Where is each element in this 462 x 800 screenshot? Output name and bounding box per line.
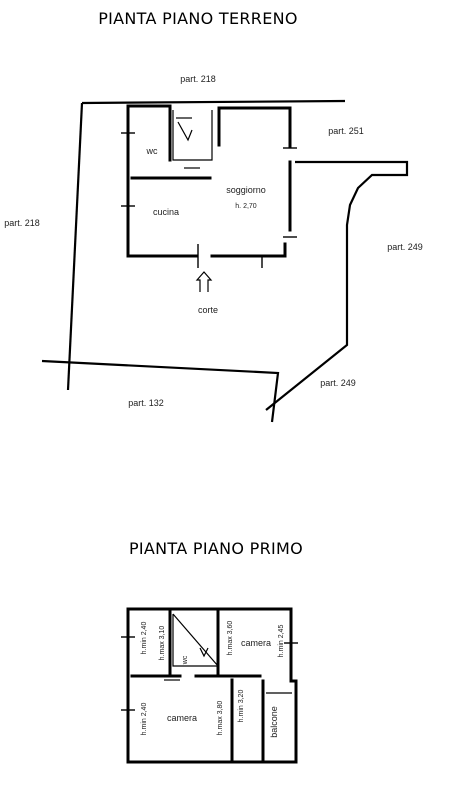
parcel-southeast-label: part. 249	[320, 378, 356, 388]
gf-wall-east-upper	[217, 106, 292, 148]
ff-room-camera-south-label: camera	[167, 713, 197, 723]
ff-room-balcone-label: balcone	[269, 706, 279, 738]
gf-wall-wc	[126, 104, 172, 162]
ground-floor-title: PIANTA PIANO TERRENO	[98, 9, 298, 28]
ff-room-camera-north-label: camera	[241, 638, 271, 648]
ff-height-hmin-245: h.min 2,45	[278, 625, 285, 658]
parcel-west-label: part. 218	[4, 218, 40, 228]
boundary-north	[81, 99, 346, 105]
ff-height-hmax-360: h.max 3,60	[227, 621, 234, 656]
first-floor-title: PIANTA PIANO PRIMO	[129, 539, 303, 558]
gf-stair-arrow	[177, 121, 193, 142]
boundary-west	[66, 102, 84, 391]
gf-room-wc-label: wc	[146, 146, 158, 156]
boundary-south	[41, 359, 280, 423]
gf-entrance-arrow	[195, 271, 213, 292]
parcel-south-label: part. 132	[128, 398, 164, 408]
gf-wall-west	[126, 104, 198, 258]
parcel-northeast-label: part. 251	[328, 126, 364, 136]
gf-room-height-label: h. 2,70	[235, 203, 257, 210]
gf-stair-outline	[172, 110, 213, 161]
gf-room-cucina-label: cucina	[153, 207, 179, 217]
gf-room-soggiorno-label: soggiorno	[226, 185, 266, 195]
ff-height-hmin-240-a: h.min 2,40	[141, 622, 148, 655]
ff-stair-arrow	[199, 647, 209, 658]
first-floor-plan: wc camera camera balcone h.min 2,40 h.ma…	[121, 607, 298, 764]
ff-height-hmin-240-b: h.min 2,40	[141, 703, 148, 736]
boundary-east	[265, 160, 409, 411]
ff-height-hmax-310: h.max 3,10	[159, 626, 166, 661]
gf-corte-label: corte	[198, 305, 218, 315]
ff-room-wc-label: wc	[182, 655, 189, 665]
parcel-east-label: part. 249	[387, 242, 423, 252]
gf-wall-south	[210, 242, 287, 258]
ff-height-hmin-320: h.min 3,20	[238, 690, 245, 723]
ground-floor-plan: part. 218 part. 218 part. 251 part. 249 …	[4, 74, 423, 423]
parcel-north-label: part. 218	[180, 74, 216, 84]
ff-height-hmax-380: h.max 3,80	[217, 701, 224, 736]
ff-stair-steps	[172, 613, 219, 667]
ff-outer-walls	[126, 607, 298, 764]
